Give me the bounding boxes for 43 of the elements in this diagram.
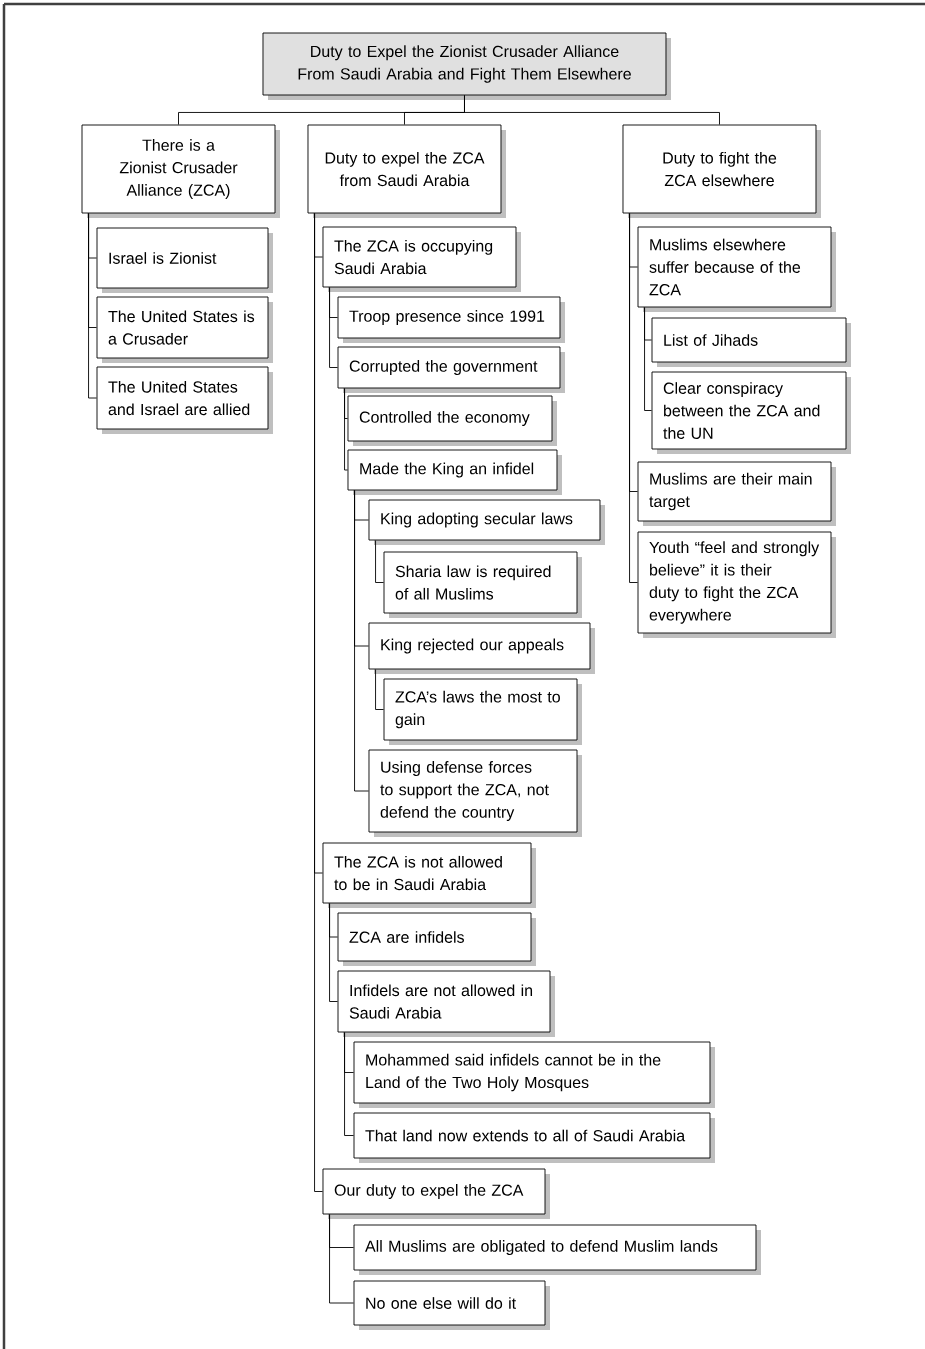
claim-box: The ZCA is occupying Saudi Arabia xyxy=(322,226,521,292)
branch-box: There is a Zionist Crusader Alliance (ZCA) xyxy=(81,124,280,218)
claim-box: Infidels are not allowed in Saudi Arabia xyxy=(337,970,555,1037)
tree-connector xyxy=(329,287,338,368)
tree-connector xyxy=(88,213,97,399)
tree-connector xyxy=(344,388,348,471)
claim-box: The United States is a Crusader xyxy=(96,296,273,363)
claim-box: Youth “feel and strongly believe” it is their duty to fight the ZCA everywhere xyxy=(637,531,836,638)
claim-box: ZCA’s laws the most to gain xyxy=(383,678,582,745)
tree-connector xyxy=(354,490,369,792)
branch-box: Duty to fight the ZCA elsewhere xyxy=(622,124,821,218)
claim-box: Made the King an infidel xyxy=(347,449,562,495)
claim-box: King rejected our appeals xyxy=(368,622,595,674)
claim-box: Corrupted the government xyxy=(337,346,565,393)
title-box: Duty to Expel the Zionist Crusader Alliance From Saudi Arabia and Fight Them Elsewhere xyxy=(262,32,671,100)
claim-box: The ZCA is not allowed to be in Saudi Arabia xyxy=(322,842,536,908)
claim-box: Sharia law is required of all Muslims xyxy=(383,551,582,618)
branch-box: Duty to expel the ZCA from Saudi Arabia xyxy=(307,124,506,218)
claim-box: Controlled the economy xyxy=(347,395,557,446)
claim-box: Clear conspiracy between the ZCA and the UN xyxy=(651,371,851,454)
tree-connector xyxy=(464,95,720,125)
tree-connector xyxy=(344,1032,354,1136)
claim-box: No one else will do it xyxy=(353,1280,550,1330)
tree-connector xyxy=(329,903,338,1002)
tree-connector xyxy=(375,669,384,710)
claim-box: Muslims are their main target xyxy=(637,461,836,526)
tree-connector xyxy=(329,1214,354,1304)
claim-box: The United States and Israel are allied xyxy=(96,366,273,434)
claim-box: Troop presence since 1991 xyxy=(337,296,565,343)
tree-connector xyxy=(314,213,323,1192)
claim-box: Muslims elsewhere suffer because of the ZCA xyxy=(637,226,836,312)
claim-box: Our duty to expel the ZCA xyxy=(322,1168,550,1219)
claim-box: That land now extends to all of Saudi Arabia xyxy=(353,1112,715,1163)
claim-box: All Muslims are obligated to defend Muslim lands xyxy=(353,1224,761,1275)
tree-connector xyxy=(375,540,384,583)
claim-box: List of Jihads xyxy=(651,317,851,367)
claim-box: ZCA are infidels xyxy=(337,912,536,966)
claim-box: King adopting secular laws xyxy=(368,499,605,545)
claim-box: Mohammed said infidels cannot be in the Land of the Two Holy Mosques xyxy=(353,1041,715,1108)
tree-connector xyxy=(644,307,652,411)
claim-box: Israel is Zionist xyxy=(96,227,273,293)
claim-box: Using defense forces to support the ZCA, not defend the country xyxy=(368,749,582,837)
tree-connector xyxy=(629,213,638,583)
